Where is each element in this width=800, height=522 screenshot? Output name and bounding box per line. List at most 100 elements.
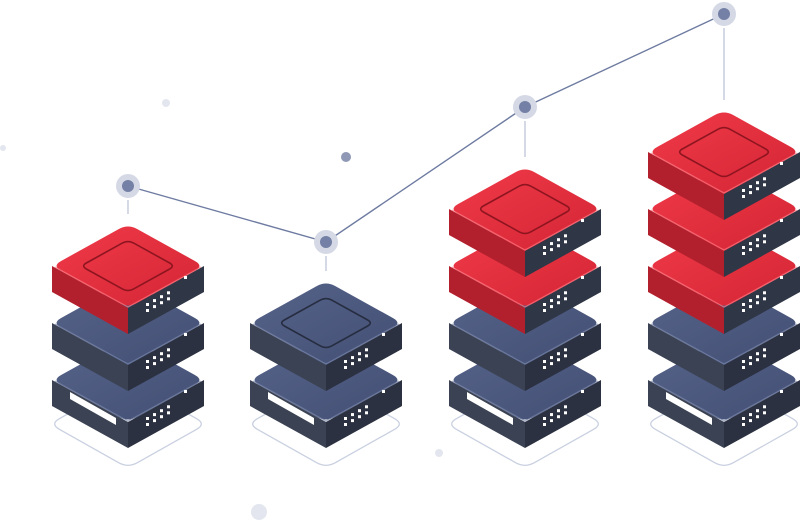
server-led [550, 305, 553, 309]
server-led [756, 238, 759, 242]
server-led [780, 162, 783, 165]
server-side-right [724, 380, 800, 448]
server-led-grid [742, 333, 783, 369]
server-led-grid [344, 333, 385, 369]
server-led [581, 219, 584, 222]
server-side-right [724, 209, 800, 277]
server-led-grid [742, 219, 783, 255]
background-dot [251, 504, 267, 520]
server-led [756, 352, 759, 356]
server-led [756, 187, 759, 191]
server-led [365, 405, 368, 409]
server-led [742, 423, 745, 426]
background-dot [0, 145, 6, 151]
trend-node [513, 95, 537, 119]
server-led [763, 240, 766, 244]
server-edge-highlight [451, 266, 599, 308]
server-led [550, 413, 553, 417]
server-led [382, 390, 385, 393]
server-led [184, 276, 187, 279]
server-led [756, 358, 759, 362]
server-led [550, 356, 553, 360]
server-led [344, 366, 347, 369]
server-led [153, 419, 156, 423]
server-led [365, 348, 368, 352]
server-led [160, 295, 163, 299]
server-unit-red [648, 112, 800, 220]
server-led [564, 234, 567, 238]
server-side-right [724, 152, 800, 220]
server-led-grid [543, 276, 584, 312]
server-side-left [449, 266, 525, 334]
trend-node [712, 2, 736, 26]
server-led [749, 413, 752, 417]
server-side-right [128, 323, 204, 391]
server-edge-highlight [650, 152, 798, 194]
server-led [146, 366, 149, 369]
server-led [167, 297, 170, 301]
server-led-grid [742, 390, 783, 426]
background-dot [435, 449, 443, 457]
server-led [763, 354, 766, 358]
server-led [564, 348, 567, 352]
server-led [780, 333, 783, 336]
server-led [153, 299, 156, 303]
server-side-right [724, 266, 800, 334]
server-led [742, 252, 745, 255]
server-led [749, 248, 752, 252]
server-led [146, 309, 149, 312]
server-led [763, 291, 766, 295]
server-led [543, 417, 546, 420]
server-edge-highlight [54, 323, 202, 365]
server-edge-highlight [650, 323, 798, 365]
server-edge-highlight [650, 266, 798, 308]
server-led [749, 362, 752, 366]
server-led [763, 348, 766, 352]
server-led [550, 248, 553, 252]
server-led-grid [543, 333, 584, 369]
server-led [167, 405, 170, 409]
server-led [153, 362, 156, 366]
server-led [358, 415, 361, 419]
server-led [351, 419, 354, 423]
server-stack [52, 226, 204, 467]
server-led [543, 303, 546, 306]
server-led [749, 242, 752, 246]
server-led [780, 276, 783, 279]
server-led [160, 352, 163, 356]
server-led [550, 362, 553, 366]
server-led [749, 305, 752, 309]
server-led [167, 348, 170, 352]
server-led [160, 358, 163, 362]
server-led [763, 405, 766, 409]
server-led [167, 291, 170, 295]
server-led [564, 240, 567, 244]
server-led [557, 238, 560, 242]
server-side-left [648, 323, 724, 391]
server-led [365, 354, 368, 358]
server-led [358, 352, 361, 356]
server-led [564, 297, 567, 301]
server-led [557, 244, 560, 248]
server-side-right [724, 323, 800, 391]
server-led [749, 356, 752, 360]
server-edge-highlight [451, 380, 599, 422]
server-led-grid [146, 333, 187, 369]
server-side-left [648, 209, 724, 277]
server-led [358, 358, 361, 362]
server-led [146, 360, 149, 363]
server-side-left [449, 209, 525, 277]
server-led [749, 299, 752, 303]
server-led [780, 390, 783, 393]
server-unit-navy [250, 283, 402, 391]
server-led-grid [742, 162, 783, 198]
server-edge-highlight [252, 380, 400, 422]
server-led [543, 252, 546, 255]
server-led [756, 181, 759, 185]
server-led [756, 244, 759, 248]
server-led [146, 417, 149, 420]
server-led [557, 352, 560, 356]
server-edge-highlight [650, 209, 798, 251]
server-led [742, 189, 745, 192]
